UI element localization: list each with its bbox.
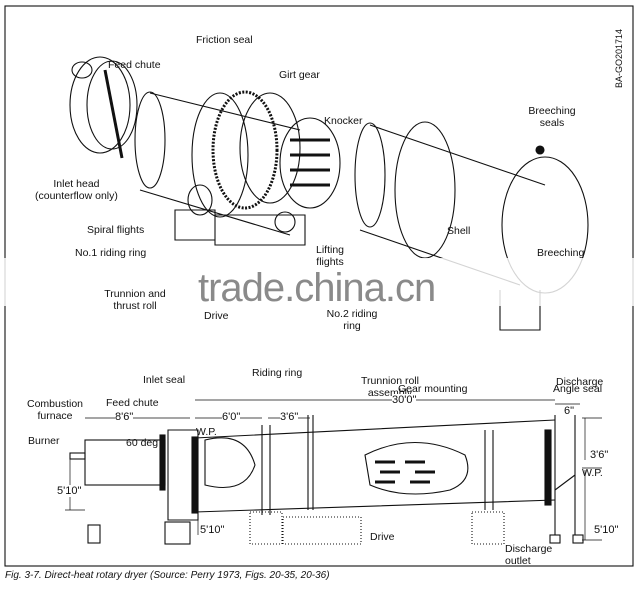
dim-furnace-length: 8'6" xyxy=(115,411,134,423)
drive-assembly xyxy=(174,184,306,246)
combustion-furnace-drawing xyxy=(69,434,166,544)
dim-gear-offset: 3'6" xyxy=(280,411,299,423)
label-trunnion-thrust-roll: Trunnion and thrust roll xyxy=(104,288,166,312)
label-drive-side: Drive xyxy=(370,531,395,543)
label-discharge-outlet: Discharge outlet xyxy=(505,543,553,567)
label-drive-top: Drive xyxy=(204,310,229,322)
label-breeching: Breeching xyxy=(537,247,585,259)
watermark: trade.china.cn xyxy=(198,266,436,310)
label-girt-gear: Girt gear xyxy=(279,69,320,81)
inlet-head-note: (counterflow only) xyxy=(35,190,118,202)
label-burner: Burner xyxy=(28,435,60,447)
label-wp-right: W.P. xyxy=(582,467,603,479)
label-angle: 60 deg xyxy=(126,437,159,449)
label-combustion-furnace: Combustion furnace xyxy=(26,398,84,422)
dryer-shell xyxy=(191,415,556,515)
label-inlet-seal: Inlet seal xyxy=(143,374,186,386)
watermark-band xyxy=(0,258,638,306)
label-lifting-flights: Lifting flights xyxy=(315,244,345,268)
label-breeching-seals: Breeching seals xyxy=(528,105,576,129)
dim-height-left: 5'10" xyxy=(57,485,82,497)
dimension-lines xyxy=(65,399,602,541)
label-riding-ring: Riding ring xyxy=(252,367,303,379)
label-discharge: Discharge xyxy=(556,376,604,388)
label-angle-seal: Angle seal xyxy=(553,383,603,395)
label-feed-chute-top: Feed chute xyxy=(108,59,161,71)
dim-discharge-height-upper: 3'6" xyxy=(590,449,609,461)
inlet-head-drawing xyxy=(69,56,138,159)
shell-section-1 xyxy=(134,90,341,236)
discharge-structure xyxy=(549,415,584,544)
dim-height-right: 5'10" xyxy=(594,524,619,536)
dim-shell-length: 30'0" xyxy=(392,394,417,406)
label-no2-riding-ring: No.2 riding ring xyxy=(326,308,378,332)
dim-ring-offset: 6'0" xyxy=(222,411,241,423)
label-inlet-head: Inlet head(counterflow only) xyxy=(35,178,118,202)
label-spiral-flights: Spiral flights xyxy=(87,224,145,236)
label-no1-riding-ring: No.1 riding ring xyxy=(75,247,147,259)
dim-seal-width: 6" xyxy=(564,405,575,417)
label-wp-left: W.P. xyxy=(196,426,217,438)
figure-id: BA-GO201714 xyxy=(614,28,624,88)
label-knocker: Knocker xyxy=(324,115,363,127)
inlet-head-text: Inlet head xyxy=(53,178,100,190)
concrete-piers xyxy=(249,511,505,545)
label-shell: Shell xyxy=(447,225,471,237)
figure-caption: Fig. 3-7. Direct-heat rotary dryer (Sour… xyxy=(5,570,330,581)
dim-height-mid: 5'10" xyxy=(200,524,225,536)
label-gear-mounting: Gear mounting xyxy=(398,383,468,395)
label-feed-chute-side: Feed chute xyxy=(106,397,159,409)
label-friction-seal: Friction seal xyxy=(196,34,253,46)
